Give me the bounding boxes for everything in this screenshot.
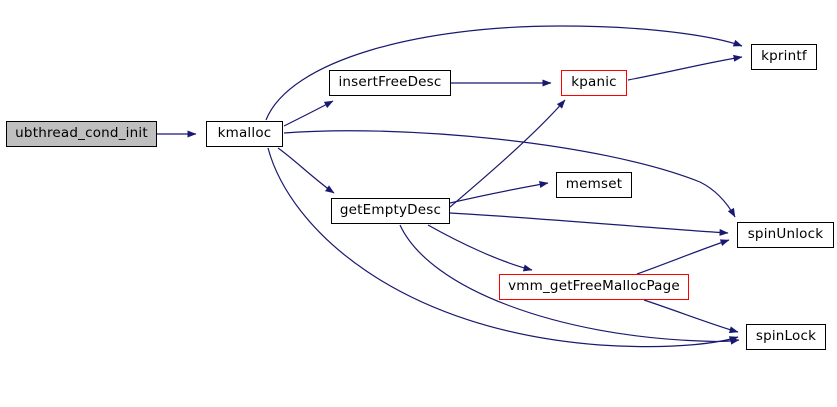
node-label: getEmptyDesc [339, 202, 442, 219]
node-insertFreeDesc[interactable]: insertFreeDesc [329, 70, 451, 96]
node-memset[interactable]: memset [556, 172, 632, 198]
edge-getEmptyDesc-to-spinLock [399, 224, 740, 345]
edge-vmm_getFreeMallocPage-to-spinLock [643, 299, 739, 334]
node-vmm_getFreeMallocPage[interactable]: vmm_getFreeMallocPage [499, 274, 689, 300]
edge-getEmptyDesc-to-spinUnlock [449, 212, 729, 236]
node-label: spinUnlock [747, 226, 824, 243]
node-spinLock[interactable]: spinLock [746, 324, 826, 350]
edge-vmm_getFreeMallocPage-to-spinUnlock [636, 239, 730, 275]
edge-kmalloc-to-spinLock [267, 147, 739, 348]
edge-kmalloc-to-kprintf [265, 25, 743, 121]
node-label: vmm_getFreeMallocPage [508, 278, 680, 295]
node-spinUnlock[interactable]: spinUnlock [737, 222, 834, 248]
node-ubthread_cond_init[interactable]: ubthread_cond_init [6, 121, 157, 147]
node-kpanic[interactable]: kpanic [561, 70, 627, 96]
node-label: ubthread_cond_init [15, 125, 148, 142]
edge-kmalloc-to-insertFreeDesc [283, 100, 334, 127]
node-label: kmalloc [217, 125, 272, 142]
node-kprintf[interactable]: kprintf [751, 44, 817, 70]
node-label: kpanic [571, 74, 617, 91]
edge-kmalloc-to-getEmptyDesc [277, 147, 335, 194]
edge-kpanic-to-kprintf [627, 54, 743, 81]
edge-getEmptyDesc-to-memset [449, 181, 549, 204]
edge-kmalloc-to-spinUnlock [283, 130, 736, 218]
node-getEmptyDesc[interactable]: getEmptyDesc [331, 198, 450, 224]
edge-getEmptyDesc-to-vmm_getFreeMallocPage [427, 224, 533, 272]
node-label: spinLock [755, 328, 817, 345]
node-kmalloc[interactable]: kmalloc [206, 121, 283, 147]
node-label: insertFreeDesc [338, 74, 442, 91]
node-label: memset [565, 176, 623, 193]
edge-getEmptyDesc-to-kpanic [429, 99, 566, 225]
node-label: kprintf [761, 48, 807, 65]
